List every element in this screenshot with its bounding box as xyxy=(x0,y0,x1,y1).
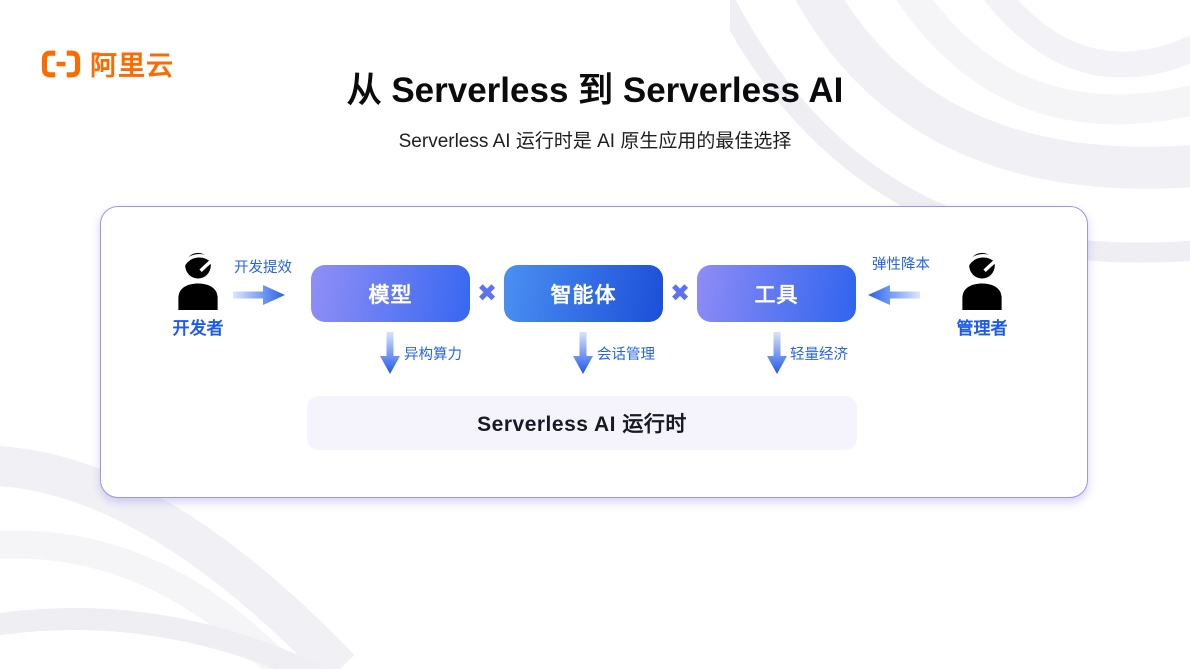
feature-label-agent: 会话管理 xyxy=(597,347,655,363)
arrow-down-icon xyxy=(380,332,400,374)
serverless-runtime-bar: Serverless AI 运行时 xyxy=(307,396,857,450)
developer-label: 开发者 xyxy=(172,319,224,338)
arrow-left-icon xyxy=(868,285,920,305)
connector-x-icon: ✖ xyxy=(476,280,498,307)
page-title: 从 Serverless 到 Serverless AI xyxy=(346,71,844,110)
elastic-arrow-label: 弹性降本 xyxy=(872,257,930,273)
alibaba-cloud-logo-icon xyxy=(41,50,81,77)
node-tool: 工具 xyxy=(697,265,856,322)
developer-person-icon xyxy=(178,252,218,310)
logo-text: 阿里云 xyxy=(90,51,174,81)
arrow-down-icon xyxy=(573,332,593,374)
manager-person-icon xyxy=(962,252,1002,310)
arrow-down-icon xyxy=(767,332,787,374)
develop-arrow-label: 开发提效 xyxy=(234,260,292,276)
manager-label: 管理者 xyxy=(956,319,1008,338)
page-subtitle: Serverless AI 运行时是 AI 原生应用的最佳选择 xyxy=(398,131,792,152)
connector-x-icon: ✖ xyxy=(669,280,691,307)
node-model: 模型 xyxy=(311,265,470,322)
feature-label-tool: 轻量经济 xyxy=(790,347,848,363)
feature-label-model: 异构算力 xyxy=(404,347,462,363)
node-agent: 智能体 xyxy=(504,265,663,322)
alibaba-cloud-logo: 阿里云 xyxy=(40,44,174,83)
arrow-right-icon xyxy=(233,285,285,305)
diagram-panel xyxy=(100,206,1088,498)
